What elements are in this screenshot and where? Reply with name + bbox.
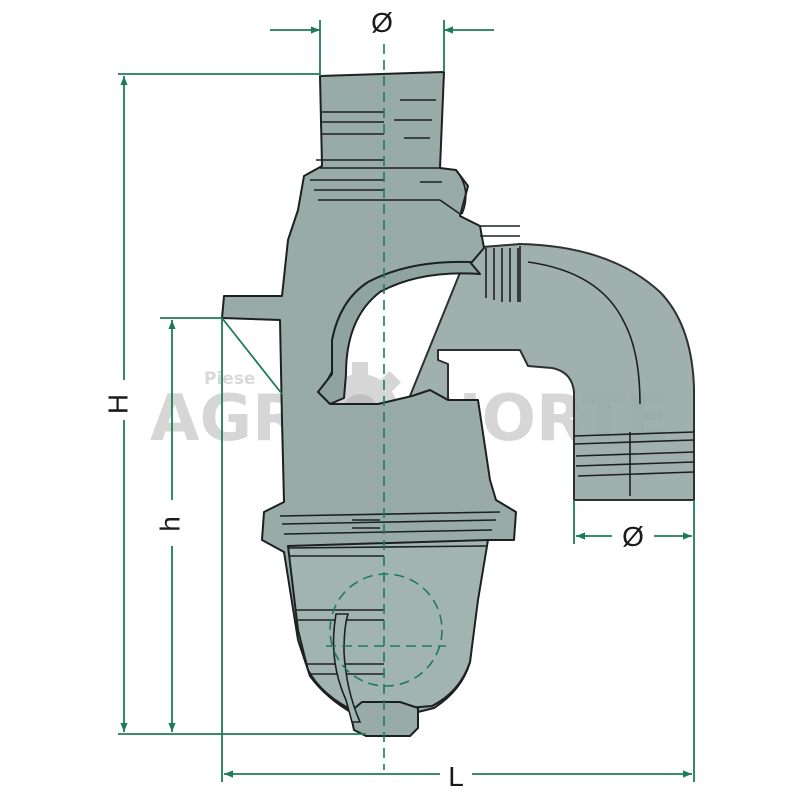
side-diameter-label: Ø (622, 521, 644, 552)
total-height-label: H (102, 394, 133, 414)
outlet-pipe (409, 243, 695, 501)
top-diameter-label: Ø (371, 7, 393, 38)
filter-body (221, 71, 695, 737)
body-details (279, 99, 695, 723)
length-label: L (448, 761, 464, 792)
center-lines (326, 44, 446, 770)
watermark-small-text: Piese (204, 369, 255, 389)
dimension-lines (118, 20, 695, 782)
inner-duct (317, 260, 481, 405)
partial-height-label: h (154, 516, 185, 532)
